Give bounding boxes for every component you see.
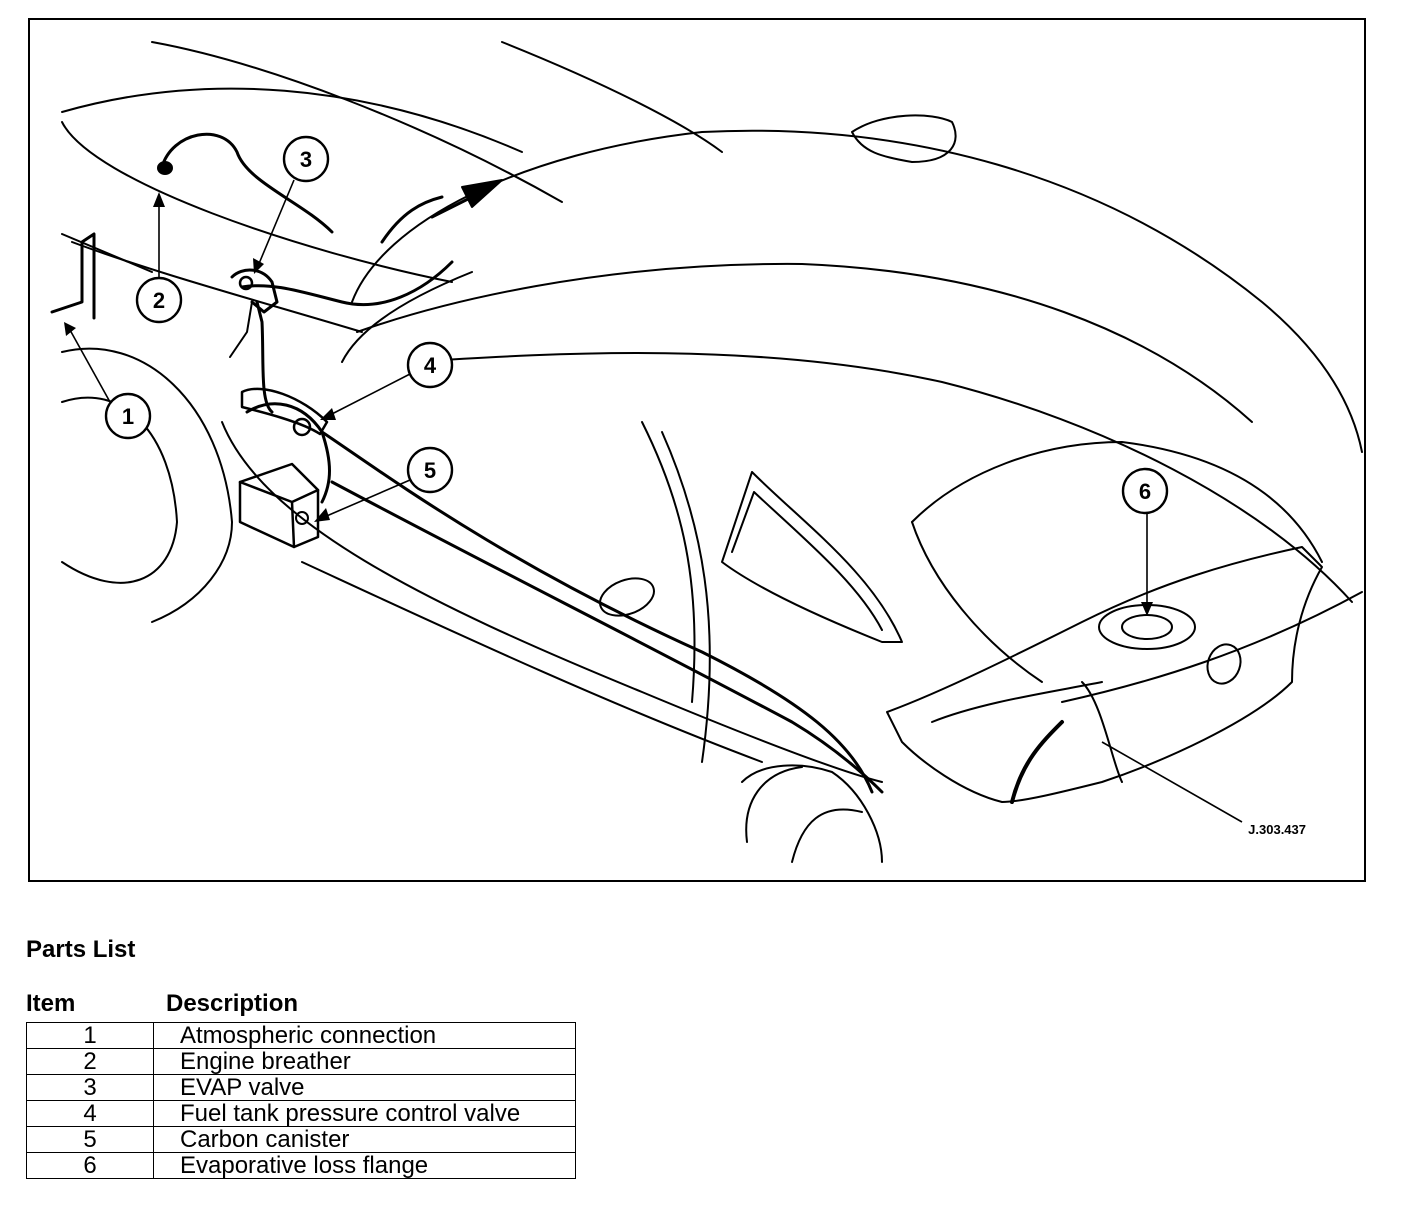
table-row: 4 Fuel tank pressure control valve — [26, 1100, 576, 1127]
table-row: 3 EVAP valve — [26, 1074, 576, 1101]
table-row: 2 Engine breather — [26, 1048, 576, 1075]
item-description: Atmospheric connection — [153, 1022, 576, 1049]
svg-text:2: 2 — [153, 288, 165, 313]
mirror — [851, 114, 957, 163]
table-row: 6 Evaporative loss flange — [26, 1152, 576, 1179]
leader-1 — [69, 329, 111, 403]
item-number: 2 — [26, 1048, 154, 1075]
table-row: 5 Carbon canister — [26, 1126, 576, 1153]
breather-hose — [160, 132, 334, 234]
side-window — [721, 471, 903, 643]
callout-1: 1 — [104, 392, 152, 440]
diagram-figure: 1 2 3 4 5 6 J.303.437 — [28, 18, 1366, 882]
item-number: 6 — [26, 1152, 154, 1179]
item-number: 1 — [26, 1022, 154, 1049]
callout-3: 3 — [282, 135, 330, 183]
evap-valve — [230, 268, 279, 314]
table-row: 1 Atmospheric connection — [26, 1022, 576, 1049]
item-description: Carbon canister — [153, 1126, 576, 1153]
callout-4: 4 — [406, 341, 454, 389]
svg-text:3: 3 — [300, 147, 312, 172]
evap-flange — [1121, 614, 1173, 640]
svg-text:4: 4 — [424, 353, 437, 378]
callout-6: 6 — [1121, 467, 1169, 515]
carbon-canister — [238, 462, 320, 549]
parts-table: 1 Atmospheric connection 2 Engine breath… — [26, 1022, 576, 1179]
pressure-control-valve — [240, 387, 329, 436]
item-column-header: Item — [26, 990, 76, 1017]
leader-4 — [327, 373, 411, 417]
leader-5 — [321, 479, 411, 519]
boot-lid — [911, 441, 1323, 563]
item-description: Engine breather — [153, 1048, 576, 1075]
atmospheric-connection — [50, 232, 96, 320]
door-handle — [599, 577, 655, 617]
hood-line — [61, 87, 523, 153]
item-number: 3 — [26, 1074, 154, 1101]
svg-text:6: 6 — [1139, 479, 1151, 504]
rear-wheel — [741, 764, 883, 863]
svg-text:5: 5 — [424, 458, 436, 483]
item-number: 4 — [26, 1100, 154, 1127]
callout-5: 5 — [406, 446, 454, 494]
item-description: EVAP valve — [153, 1074, 576, 1101]
item-description: Fuel tank pressure control valve — [153, 1100, 576, 1127]
description-column-header: Description — [166, 990, 299, 1017]
roof-line — [351, 129, 1363, 453]
vapor-line — [320, 430, 874, 794]
figure-reference-code: J.303.437 — [1248, 822, 1306, 837]
item-description: Evaporative loss flange — [153, 1152, 576, 1179]
svg-text:1: 1 — [122, 404, 134, 429]
item-number: 5 — [26, 1126, 154, 1153]
car-evap-illustration: 1 2 3 4 5 6 — [50, 41, 1363, 863]
parts-list-title: Parts List — [26, 936, 136, 963]
callout-2: 2 — [135, 276, 183, 324]
leader-3 — [257, 179, 295, 267]
fuel-tank — [886, 546, 1323, 803]
